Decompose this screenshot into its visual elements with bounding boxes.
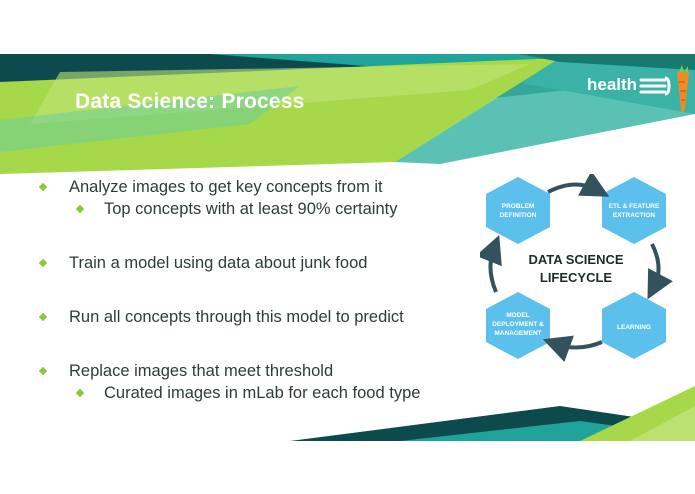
carrot-fork-icon xyxy=(639,65,689,112)
banner-top-strip xyxy=(520,54,695,70)
lifecycle-title-line2: LIFECYCLE xyxy=(540,270,613,285)
slide-title: Data Science: Process xyxy=(75,90,305,113)
logo-text: health xyxy=(587,75,638,94)
label-etl-line2: EXTRACTION xyxy=(613,212,656,219)
footer-light-band xyxy=(630,406,695,441)
label-deploy-line1: MODEL xyxy=(506,312,530,319)
data-science-lifecycle-diagram: DATA SCIENCE LIFECYCLE PROBLEM DEFINITIO… xyxy=(480,174,673,362)
arrow-etl-to-learning xyxy=(647,243,673,300)
slide: Data Science: Process health Analyze ima… xyxy=(0,54,695,441)
lifecycle-title-line1: DATA SCIENCE xyxy=(528,252,623,267)
label-problem-line1: PROBLEM xyxy=(502,203,535,210)
label-learning: LEARNING xyxy=(617,324,651,331)
label-problem-line2: DEFINITION xyxy=(500,212,537,219)
background-shapes xyxy=(0,54,695,441)
arrow-problem-to-etl xyxy=(547,174,610,197)
label-deploy-line3: MANAGEMENT xyxy=(494,330,541,337)
arrow-deployment-to-problem xyxy=(480,234,502,293)
hex-model-deployment xyxy=(486,292,550,359)
hex-learning xyxy=(602,292,666,359)
hex-etl-feature-extraction xyxy=(602,177,666,244)
banner-teal-right xyxy=(395,56,695,164)
label-etl-line1: ETL & FEATURE xyxy=(609,203,660,210)
health-logo: health xyxy=(585,64,695,114)
hex-problem-definition xyxy=(486,177,550,244)
arrow-learning-to-deployment xyxy=(542,335,603,362)
label-deploy-line2: DEPLOYMENT & xyxy=(492,321,544,328)
banner-mint-band xyxy=(0,86,300,152)
